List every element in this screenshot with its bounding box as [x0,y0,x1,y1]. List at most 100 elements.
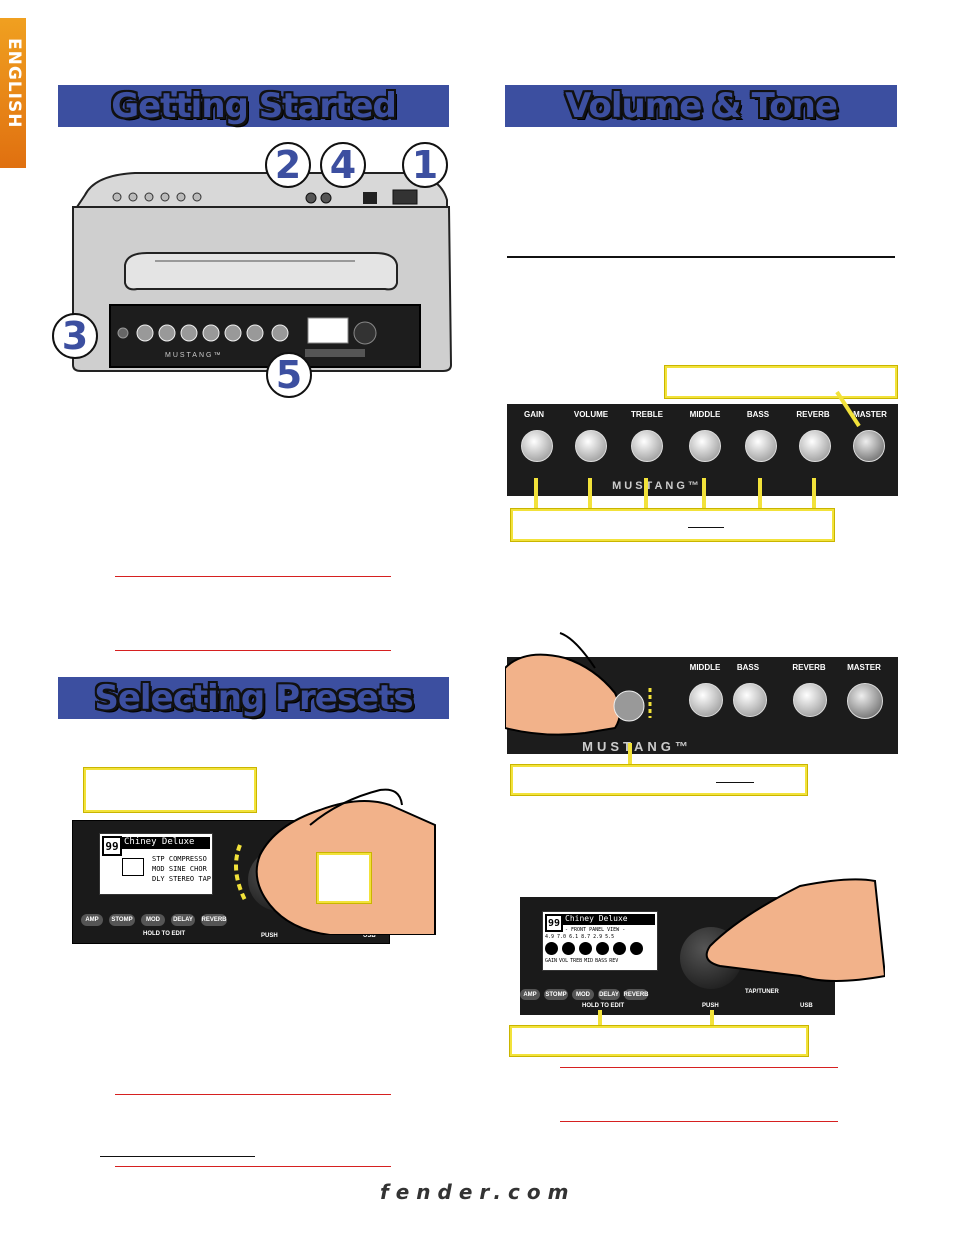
hand-illustration-preset [234,788,436,935]
hand-illustration-treble [505,632,652,768]
mod-button-2[interactable]: MOD [572,989,594,1000]
amp-drawing: MUSTANG™ [72,172,453,372]
reverb-knob-2[interactable] [793,683,827,717]
front-panel-value-vol: 7.0 [557,934,567,940]
header-volume-tone: Volume & Tone [505,85,897,127]
knob-label-master-2: MASTER [847,663,881,672]
front-panel-value-rev: 5.5 [605,934,615,940]
hold-to-edit-label-2: HOLD TO EDIT [582,1003,625,1009]
knob-label-volume: VOLUME [573,410,609,419]
push-label-2: PUSH [702,1003,719,1009]
master-callout [665,366,897,398]
front-panel-subtitle: - FRONT PANEL VIEW - [565,927,626,933]
knobs-callout-underline [688,527,724,528]
front-panel-value-gain: 4.9 [545,934,555,940]
callout-4: 4 [320,142,366,188]
front-panel-label-rev: REV [609,958,619,964]
knob-label-middle: MIDDLE [689,410,721,419]
treble-knob[interactable] [631,430,663,462]
front-panel-value-mid: 8.7 [581,934,591,940]
delay-button[interactable]: DELAY [171,914,195,926]
preset-rule-top [115,1094,391,1095]
preset-rule-bottom [115,1166,391,1167]
knob-label-bass: BASS [746,410,770,419]
front-panel-label-bass: BASS [595,958,608,964]
knob-label-middle-2: MIDDLE [689,663,721,672]
bass-knob-2[interactable] [733,683,767,717]
amp-brand-label: MUSTANG™ [165,352,222,359]
tap-tuner-label: TAP/TUNER [745,989,779,995]
front-panel-callout [510,1026,808,1056]
middle-knob-2[interactable] [689,683,723,717]
preset-line-mod: MOD SINE CHOR [152,865,207,873]
knob-arrows-top [534,390,861,510]
amp-button-2[interactable]: AMP [520,989,540,1000]
front-panel-label-mid: MID [584,958,594,964]
middle-knob[interactable] [689,430,721,462]
hold-to-edit-label: HOLD TO EDIT [143,931,186,937]
language-tab: ENGLISH [0,18,26,168]
header-volume-tone-title: Volume & Tone [565,86,838,126]
lcd-knob-mid [596,942,609,955]
front-panel-value-treb: 6.1 [569,934,579,940]
front-rule-bottom [560,1121,838,1122]
lcd-knob-vol [562,942,575,955]
note-rule-bottom [115,650,391,651]
front-panel-label-gain: GAIN [545,958,558,964]
volume-knob[interactable] [575,430,607,462]
reverb-knob[interactable] [799,430,831,462]
usb-label-2: USB [800,1003,813,1009]
delay-button-2[interactable]: DELAY [598,989,620,1000]
treble-callout-underline [716,782,754,783]
bass-knob[interactable] [745,430,777,462]
master-knob[interactable] [853,430,885,462]
mod-button[interactable]: MOD [141,914,165,926]
callout-1: 1 [402,142,448,188]
callout-2: 2 [265,142,311,188]
push-label: PUSH [261,933,278,939]
header-selecting-presets: Selecting Presets [58,677,449,719]
front-rule-top [560,1067,838,1068]
note-rule-top [115,576,391,577]
lcd-knob-bass [613,942,626,955]
knob-label-bass-2: BASS [736,663,760,672]
master-knob-2[interactable] [847,683,883,719]
front-panel-number: 99 [545,914,563,932]
knobs-callout [511,509,834,541]
knob-panel-top-brand: MUSTANG™ [612,480,702,492]
preset-name: Chiney Deluxe [122,837,210,849]
knob-label-gain: GAIN [524,410,544,419]
usb-label: USB [363,933,376,939]
volume-tone-divider [507,256,895,258]
footer-website: fender.com [380,1180,576,1204]
header-getting-started: Getting Started [58,85,449,127]
knob-label-reverb-2: REVERB [792,663,826,672]
preset-lcd: 99 Chiney Deluxe STP COMPRESSO MOD SINE … [99,833,213,895]
preset-line-delay: DLY STEREO TAP [152,875,212,883]
callout-3: 3 [52,313,98,359]
stomp-button-2[interactable]: STOMP [544,989,568,1000]
push-callout [317,853,371,903]
treble-callout [511,765,807,795]
preset-underline [100,1156,255,1157]
front-panel-lcd: 99 Chiney Deluxe - FRONT PANEL VIEW - 4.… [542,911,658,971]
preset-display-callout [84,768,256,812]
amp-illustration: MUSTANG™ [55,145,455,390]
hand-illustration-front [705,878,885,982]
knob-label-master: MASTER [853,410,887,419]
front-panel-name: Chiney Deluxe [563,914,655,925]
language-tab-label: ENGLISH [4,38,24,129]
callout-5: 5 [266,352,312,398]
knob-label-reverb: REVERB [796,410,830,419]
amp-button[interactable]: AMP [81,914,103,926]
gain-knob[interactable] [521,430,553,462]
reverb-button-2[interactable]: REVERB [624,989,649,1000]
lcd-knob-rev [630,942,643,955]
preset-line-stomp: STP COMPRESSO [152,855,207,863]
knob-panel-top: GAIN VOLUME TREBLE MIDDLE BASS REVERB MA… [507,404,898,496]
reverb-button[interactable]: REVERB [201,914,227,926]
stomp-button[interactable]: STOMP [109,914,135,926]
front-panel-label-treb: TREB [570,958,583,964]
lcd-knob-gain [545,942,558,955]
front-panel-value-bass: 2.9 [593,934,603,940]
